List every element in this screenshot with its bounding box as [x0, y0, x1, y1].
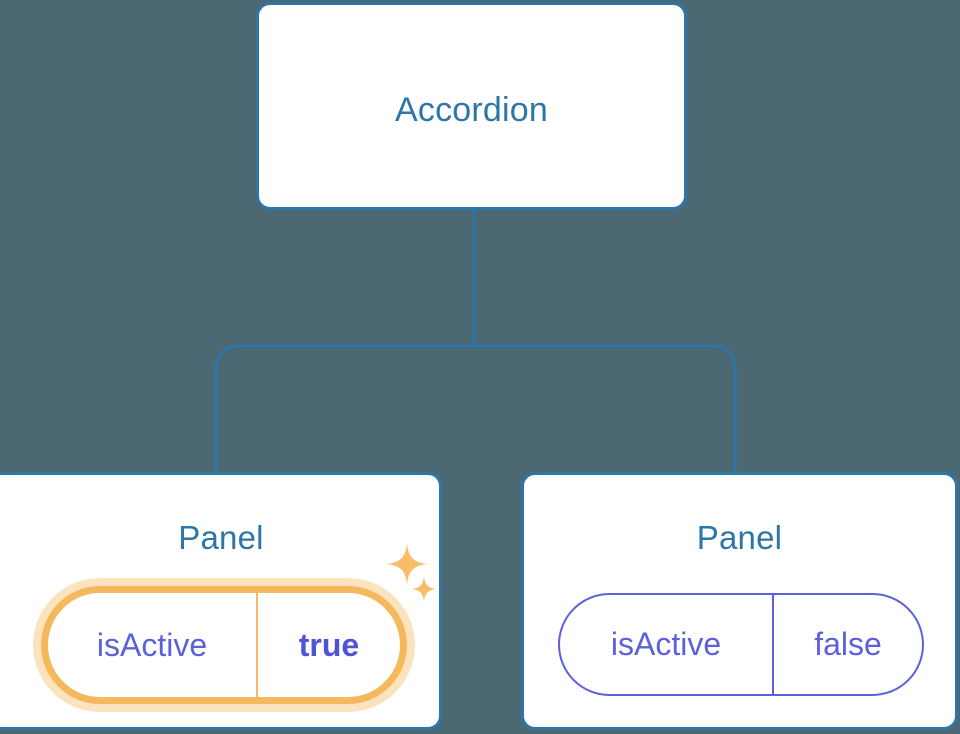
prop-key-label: isActive: [48, 593, 258, 697]
sparkle-small-icon: [411, 576, 437, 602]
prop-pill-isactive-false[interactable]: isActive false: [558, 593, 924, 696]
node-panel-right-title: Panel: [696, 519, 783, 556]
node-accordion[interactable]: Accordion: [256, 2, 687, 210]
sparkle-large-icon: [386, 543, 428, 585]
connector-branch-right: [474, 344, 737, 474]
prop-key-label: isActive: [560, 595, 774, 694]
node-panel-left[interactable]: Panel isActive true: [0, 472, 442, 730]
node-accordion-title: Accordion: [395, 91, 548, 129]
node-panel-right[interactable]: Panel isActive false: [521, 472, 958, 730]
prop-pill-isactive-true[interactable]: isActive true: [41, 586, 407, 704]
prop-value-label: false: [814, 626, 882, 662]
prop-value-label: true: [298, 626, 360, 663]
connector-branch-left: [214, 344, 474, 474]
prop-highlight-glow: isActive true: [33, 578, 415, 712]
node-panel-left-title: Panel: [178, 519, 264, 556]
